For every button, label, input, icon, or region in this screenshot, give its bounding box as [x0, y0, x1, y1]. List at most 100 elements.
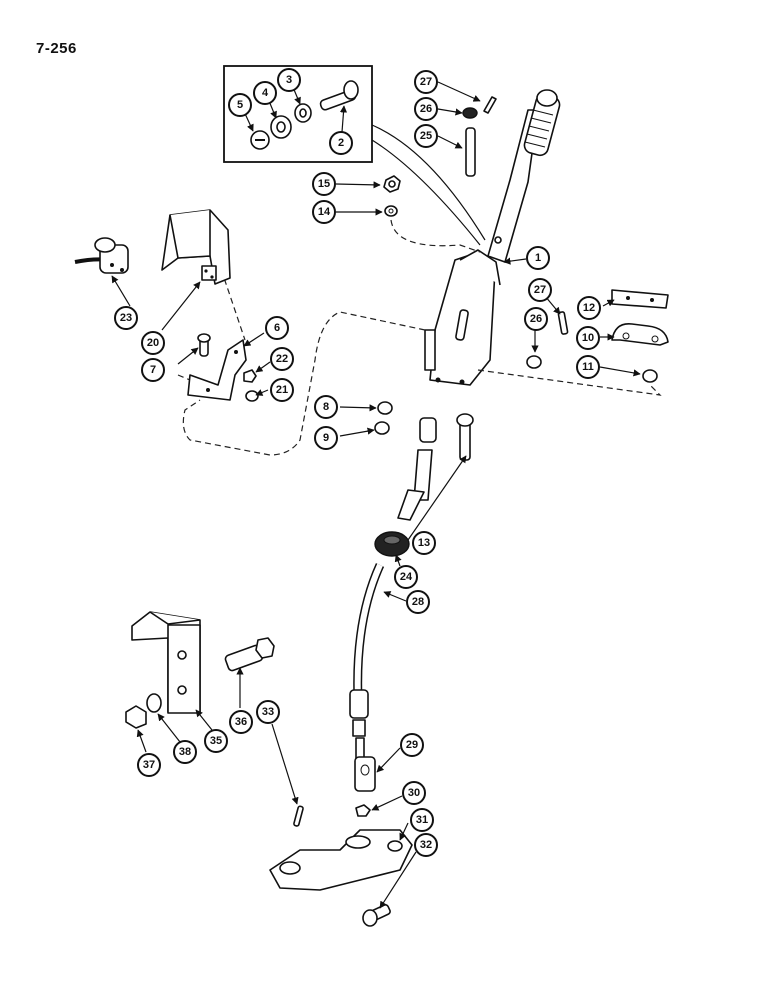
svg-text:26: 26 — [530, 313, 542, 325]
svg-text:20: 20 — [147, 337, 159, 349]
shift-cable-part — [349, 563, 385, 759]
leader-lines — [111, 79, 641, 909]
callout-22: 22 — [270, 347, 294, 371]
callout-20: 20 — [141, 331, 165, 355]
callout-14: 14 — [312, 200, 336, 224]
svg-text:38: 38 — [179, 746, 191, 758]
svg-text:23: 23 — [120, 312, 132, 324]
bolt-part — [224, 637, 275, 672]
svg-text:22: 22 — [276, 353, 288, 365]
svg-text:13: 13 — [418, 537, 430, 549]
svg-text:31: 31 — [416, 814, 428, 826]
callout-24: 24 — [394, 565, 418, 589]
svg-text:27: 27 — [534, 284, 546, 296]
right-side-parts — [526, 289, 669, 383]
switch-part — [74, 237, 129, 274]
nut-part — [377, 401, 393, 415]
callout-31: 31 — [410, 808, 434, 832]
svg-text:21: 21 — [276, 384, 288, 396]
svg-text:3: 3 — [286, 74, 292, 86]
pin-part — [362, 904, 391, 927]
upper-cable-end — [397, 417, 437, 521]
callout-numbers: 1 2 3 4 5 6 7 8 9 10 11 12 13 14 15 20 2… — [114, 68, 601, 857]
svg-text:8: 8 — [323, 401, 329, 413]
callout-36: 36 — [229, 710, 253, 734]
callout-10: 10 — [576, 326, 600, 350]
svg-text:4: 4 — [262, 87, 269, 99]
callout-13: 13 — [412, 531, 436, 555]
callout-4: 4 — [253, 81, 277, 105]
svg-text:7: 7 — [150, 364, 156, 376]
svg-text:14: 14 — [318, 206, 331, 218]
callout-8: 8 — [314, 395, 338, 419]
grommet-part — [374, 531, 410, 557]
svg-text:37: 37 — [143, 759, 155, 771]
svg-text:25: 25 — [420, 130, 432, 142]
svg-text:33: 33 — [262, 706, 274, 718]
mounting-bracket-part — [131, 611, 201, 714]
callout-2: 2 — [329, 131, 353, 155]
callout-1: 1 — [526, 246, 550, 270]
callout-35: 35 — [204, 729, 228, 753]
callout-12: 12 — [577, 296, 601, 320]
dashed-guide — [390, 219, 481, 253]
bracket-part — [187, 333, 259, 402]
svg-text:32: 32 — [420, 839, 432, 851]
svg-text:29: 29 — [406, 739, 418, 751]
svg-text:6: 6 — [274, 322, 280, 334]
callout-7: 7 — [141, 358, 165, 382]
callout-27-top: 27 — [414, 70, 438, 94]
washer-part — [146, 693, 162, 713]
svg-text:12: 12 — [583, 302, 595, 314]
callout-15: 15 — [312, 172, 336, 196]
switch-cover-part — [161, 209, 231, 285]
callout-9: 9 — [314, 426, 338, 450]
nut-part — [355, 804, 371, 817]
svg-text:2: 2 — [338, 137, 344, 149]
callout-6: 6 — [265, 316, 289, 340]
shift-lever-assembly — [424, 89, 561, 386]
callout-29: 29 — [400, 733, 424, 757]
callout-23: 23 — [114, 306, 138, 330]
pin-clip-stack-top — [462, 96, 497, 177]
callout-26-top: 26 — [414, 97, 438, 121]
callout-27-right: 27 — [528, 278, 552, 302]
callout-30: 30 — [402, 781, 426, 805]
callout-25: 25 — [414, 124, 438, 148]
svg-text:27: 27 — [420, 76, 432, 88]
svg-text:36: 36 — [235, 716, 247, 728]
svg-text:28: 28 — [412, 596, 424, 608]
callout-11: 11 — [576, 355, 600, 379]
svg-text:35: 35 — [210, 735, 222, 747]
nut-part — [125, 705, 147, 729]
bolt-part — [456, 413, 474, 461]
svg-text:1: 1 — [535, 252, 541, 264]
callout-26-right: 26 — [524, 307, 548, 331]
svg-text:11: 11 — [582, 361, 594, 373]
cotter-pin-part — [293, 805, 304, 827]
dashed-guide — [177, 374, 191, 381]
svg-text:15: 15 — [318, 178, 330, 190]
dashed-guide — [477, 369, 662, 396]
callout-37: 37 — [137, 753, 161, 777]
svg-text:9: 9 — [323, 432, 329, 444]
callout-3: 3 — [277, 68, 301, 92]
svg-text:24: 24 — [400, 571, 413, 583]
washer-part — [374, 421, 390, 435]
svg-text:30: 30 — [408, 787, 420, 799]
callout-33: 33 — [256, 700, 280, 724]
cable-mount-part — [269, 829, 413, 891]
callout-28: 28 — [406, 590, 430, 614]
svg-text:5: 5 — [237, 99, 243, 111]
pin-part — [319, 80, 359, 111]
dashed-guide — [182, 311, 426, 456]
callout-38: 38 — [173, 740, 197, 764]
svg-text:26: 26 — [420, 103, 432, 115]
callout-21: 21 — [270, 378, 294, 402]
callout-5: 5 — [228, 93, 252, 117]
svg-text:10: 10 — [582, 332, 594, 344]
clevis-part — [354, 756, 376, 792]
nut-washer-top — [383, 175, 401, 217]
page-number: 7-256 — [36, 40, 77, 57]
